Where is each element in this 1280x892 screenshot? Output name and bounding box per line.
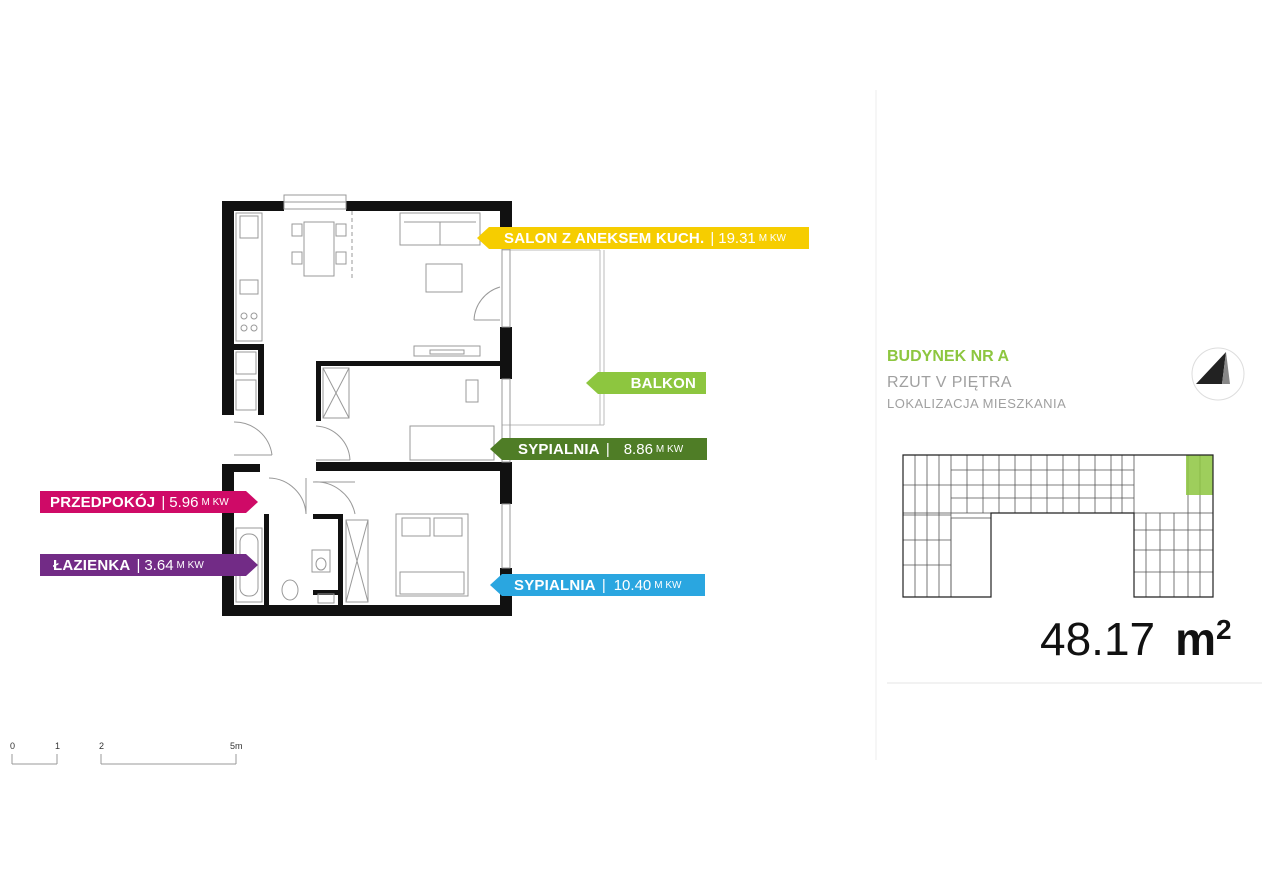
room-separator: | <box>161 493 166 511</box>
scale-label-5m: 5m <box>230 741 243 751</box>
balcony-outline <box>502 249 605 426</box>
room-tag-sypialnia-2: SYPIALNIA | 10.40 M KW <box>490 574 705 596</box>
room-tag-lazienka: ŁAZIENKA | 3.64 M KW <box>40 554 258 576</box>
interior-walls <box>264 361 502 605</box>
location-title: LOKALIZACJA MIESZKANIA <box>887 396 1067 411</box>
room-tag-balkon: BALKON <box>586 372 706 394</box>
room-name: PRZEDPOKÓJ <box>50 493 156 511</box>
room-area-unit: M KW <box>201 496 229 508</box>
room-area-unit: M KW <box>654 579 682 591</box>
scale-bar <box>11 754 237 765</box>
building-title: BUDYNEK NR A <box>887 348 1010 365</box>
north-arrow-icon <box>1191 347 1245 401</box>
total-area-unit: m2 <box>1175 613 1232 665</box>
key-plan-border <box>902 454 1214 598</box>
windows <box>283 194 511 569</box>
total-area-value: 48.17 <box>1040 613 1156 665</box>
room-name: BALKON <box>630 374 696 392</box>
room-name: SALON Z ANEKSEM KUCH. <box>504 229 705 247</box>
room-tag-przedpokoj: PRZEDPOKÓJ | 5.96 M KW <box>40 491 258 513</box>
room-area-value: 5.96 <box>169 493 199 511</box>
room-separator: | <box>710 229 715 247</box>
furniture <box>235 211 495 604</box>
room-area-value: 8.86 <box>623 440 653 458</box>
apartment-location-highlight <box>1186 455 1213 495</box>
room-area-value: 10.40 <box>613 576 652 594</box>
room-separator: | <box>136 556 141 574</box>
room-name: SYPIALNIA <box>518 440 600 458</box>
room-tag-salon: SALON Z ANEKSEM KUCH. | 19.31 M KW <box>477 227 809 249</box>
floor-title: RZUT V PIĘTRA <box>887 374 1012 391</box>
building-key-plan <box>902 454 1214 598</box>
room-separator: | <box>605 440 610 458</box>
room-tag-sypialnia-1: SYPIALNIA | 8.86 M KW <box>490 438 707 460</box>
room-area-unit: M KW <box>655 443 684 455</box>
door-swings <box>233 286 501 515</box>
total-area: 48.17 m2 <box>1040 612 1232 666</box>
scale-label-0: 0 <box>10 741 16 751</box>
scale-label-2: 2 <box>99 741 105 751</box>
room-name: SYPIALNIA <box>514 576 596 594</box>
scale-label-1: 1 <box>55 741 61 751</box>
room-area-unit: M KW <box>176 559 204 571</box>
room-name: ŁAZIENKA <box>53 556 131 574</box>
room-area-unit: M KW <box>758 232 786 244</box>
room-area-value: 19.31 <box>718 229 756 247</box>
room-separator: | <box>601 576 606 594</box>
room-area-value: 3.64 <box>144 556 174 574</box>
